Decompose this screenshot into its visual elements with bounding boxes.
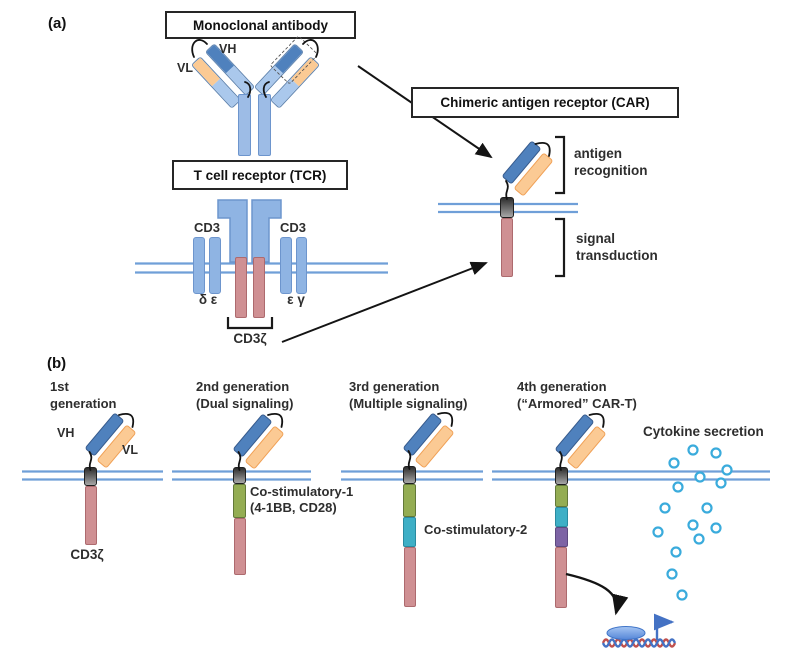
antibody-left-tip-loop — [191, 39, 208, 58]
cd3zeta-label-b: CD3ζ — [70, 547, 104, 562]
cd3-label-left: CD3 — [193, 220, 220, 235]
costimulatory1-label: Co-stimulatory-1 (4-1BB, CD28) — [250, 484, 354, 515]
gen2-scfv-linker — [237, 451, 242, 471]
generation-4-label: 4th generation (“Armored” CAR-T) — [517, 379, 637, 411]
gen3-scfv-loop — [437, 411, 454, 427]
generation-1-label: 1st generation — [50, 379, 117, 411]
vl-label-b: VL — [122, 443, 138, 457]
vh-label-b: VH — [57, 426, 75, 440]
cd3-label-right: CD3 — [279, 220, 306, 235]
gen4-costimulatory1-domain — [555, 485, 568, 507]
cd3-rod — [209, 237, 221, 294]
gen3-scfv-linker — [407, 450, 412, 470]
gen3-costimulatory1-domain — [403, 484, 416, 517]
vl-label-a: VL — [177, 61, 193, 75]
delta-epsilon-label: δ ε — [198, 292, 218, 307]
antibody-fc-stem-left — [238, 94, 251, 156]
signal-transduction-label: signal transduction — [576, 231, 658, 263]
gen1-scfv-linker — [88, 451, 93, 471]
cytokine-circles — [652, 444, 733, 601]
cd3zeta-label-a: CD3ζ — [233, 331, 267, 346]
gen4-scfv-linker — [559, 451, 563, 471]
car-title-box: Chimeric antigen receptor (CAR) — [411, 87, 679, 118]
bracket-signal-transduction — [555, 217, 566, 278]
gen2-scfv-loop — [267, 412, 284, 428]
antigen-recognition-label: antigen recognition — [574, 146, 648, 178]
cd3zeta-rod — [253, 257, 265, 318]
gen1-cd3zeta-domain — [85, 486, 97, 545]
car-title: Chimeric antigen receptor (CAR) — [440, 95, 650, 110]
bracket-antigen-recognition — [555, 135, 566, 195]
antibody-hinge-right — [262, 81, 270, 98]
cytokine-secretion-label: Cytokine secretion — [643, 424, 764, 439]
gen3-costimulatory2-domain — [403, 517, 416, 547]
gen4-transmembrane — [555, 467, 568, 485]
gen4-scfv-loop — [588, 412, 605, 428]
antibody-hinge-left — [244, 81, 252, 98]
generation-2-label: 2nd generation (Dual signaling) — [196, 379, 294, 411]
gen4-costimulatory2-domain — [555, 507, 568, 527]
gen4-cd3zeta-domain — [555, 547, 567, 608]
gen1-scfv-loop — [118, 412, 135, 428]
cd3zeta-rod — [235, 257, 247, 318]
cd3-rod — [280, 237, 292, 294]
gen2-cd3zeta-domain — [234, 518, 246, 575]
car-signal-domain — [501, 218, 513, 277]
car-scfv-loop — [534, 141, 551, 157]
transcription-start-arrow — [654, 613, 675, 640]
monoclonal-antibody-title-box: Monoclonal antibody — [165, 11, 356, 39]
tcr-alpha-beta-chains — [217, 199, 282, 263]
transcription-unit — [601, 613, 677, 648]
vh-label-a: VH — [219, 42, 237, 56]
car-scfv-linker — [505, 180, 509, 200]
bracket-cd3zeta — [226, 317, 274, 330]
arrow-cd3zeta-to-car — [281, 261, 488, 343]
scfv-connectors — [88, 141, 605, 471]
antibody-loops — [191, 39, 319, 98]
tcr-title-box: T cell receptor (TCR) — [172, 160, 348, 190]
epsilon-gamma-label: ε γ — [287, 292, 305, 307]
dna-strand-blue — [601, 638, 677, 648]
costimulatory2-label: Co-stimulatory-2 — [424, 522, 528, 537]
transcription-factor-ellipse — [606, 626, 646, 640]
monoclonal-antibody-title: Monoclonal antibody — [193, 17, 328, 33]
panel-b-label: (b) — [47, 355, 67, 372]
arrow-cd3zeta-to-nucleus — [565, 572, 629, 616]
tcr-title: T cell receptor (TCR) — [193, 167, 327, 183]
gen2-costimulatory1-domain — [233, 484, 246, 518]
gen4-armored-domain — [555, 527, 568, 547]
panel-a-label: (a) — [48, 15, 67, 32]
generation-3-label: 3rd generation (Multiple signaling) — [349, 379, 468, 411]
gen3-cd3zeta-domain — [404, 547, 416, 607]
cd3-rod — [193, 237, 205, 294]
cd3-rod — [296, 237, 307, 294]
antibody-right-tip-loop — [302, 39, 319, 58]
